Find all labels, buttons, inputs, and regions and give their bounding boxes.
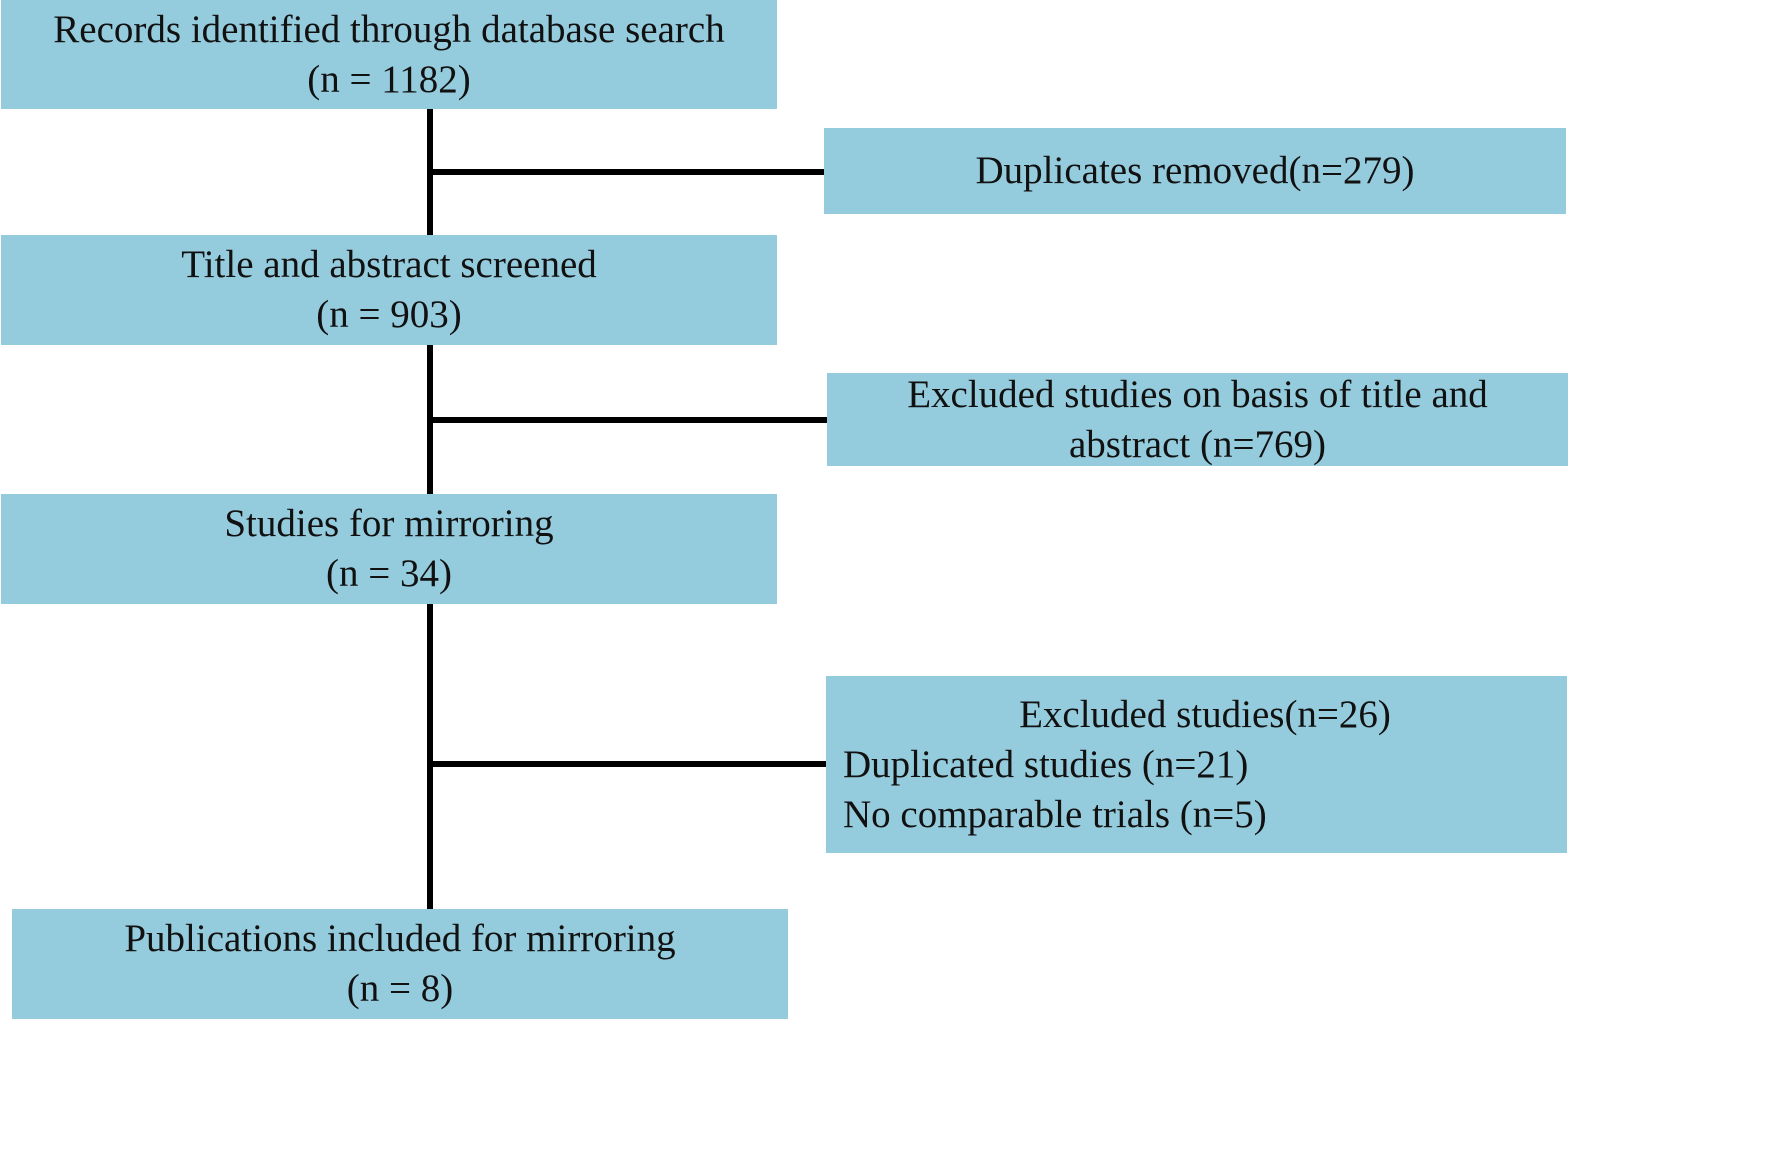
title-abstract-screened-box: Title and abstract screened (n = 903) — [1, 235, 777, 345]
branch-connector-duplicates — [430, 169, 827, 175]
records-identified-count: (n = 1182) — [307, 57, 471, 101]
studies-for-mirroring-box: Studies for mirroring (n = 34) — [1, 494, 777, 604]
duplicates-removed-label: Duplicates removed(n=279) — [975, 149, 1415, 192]
title-abstract-exclusions-label-line2: abstract (n=769) — [1069, 422, 1326, 466]
fulltext-exclusions-box: Excluded studies(n=26) Duplicated studie… — [826, 676, 1567, 853]
title-abstract-exclusions-label-line1: Excluded studies on basis of title and — [907, 372, 1488, 416]
title-abstract-screened-label: Title and abstract screened — [181, 243, 597, 286]
prisma-flow-diagram: Records identified through database sear… — [1, 0, 1568, 1019]
exclusion-reason-duplicated-studies: Duplicated studies (n=21) — [843, 742, 1249, 786]
studies-for-mirroring-label: Studies for mirroring — [224, 502, 554, 545]
publications-included-box: Publications included for mirroring (n =… — [12, 909, 788, 1019]
duplicates-removed-box: Duplicates removed(n=279) — [824, 128, 1566, 214]
records-identified-label: Records identified through database sear… — [53, 7, 725, 51]
branch-connector-title-abstract-exclusions — [430, 417, 827, 423]
publications-included-count: (n = 8) — [346, 967, 454, 1010]
title-abstract-screened-count: (n = 903) — [316, 293, 462, 336]
records-identified-box: Records identified through database sear… — [1, 0, 777, 109]
title-abstract-exclusions-box: Excluded studies on basis of title and a… — [827, 373, 1568, 466]
exclusion-reason-no-comparable-trials: No comparable trials (n=5) — [843, 792, 1267, 836]
branch-connector-fulltext-exclusions — [430, 761, 827, 767]
publications-included-label: Publications included for mirroring — [124, 917, 676, 960]
fulltext-exclusions-heading: Excluded studies(n=26) — [1019, 692, 1391, 736]
studies-for-mirroring-count: (n = 34) — [326, 552, 452, 595]
